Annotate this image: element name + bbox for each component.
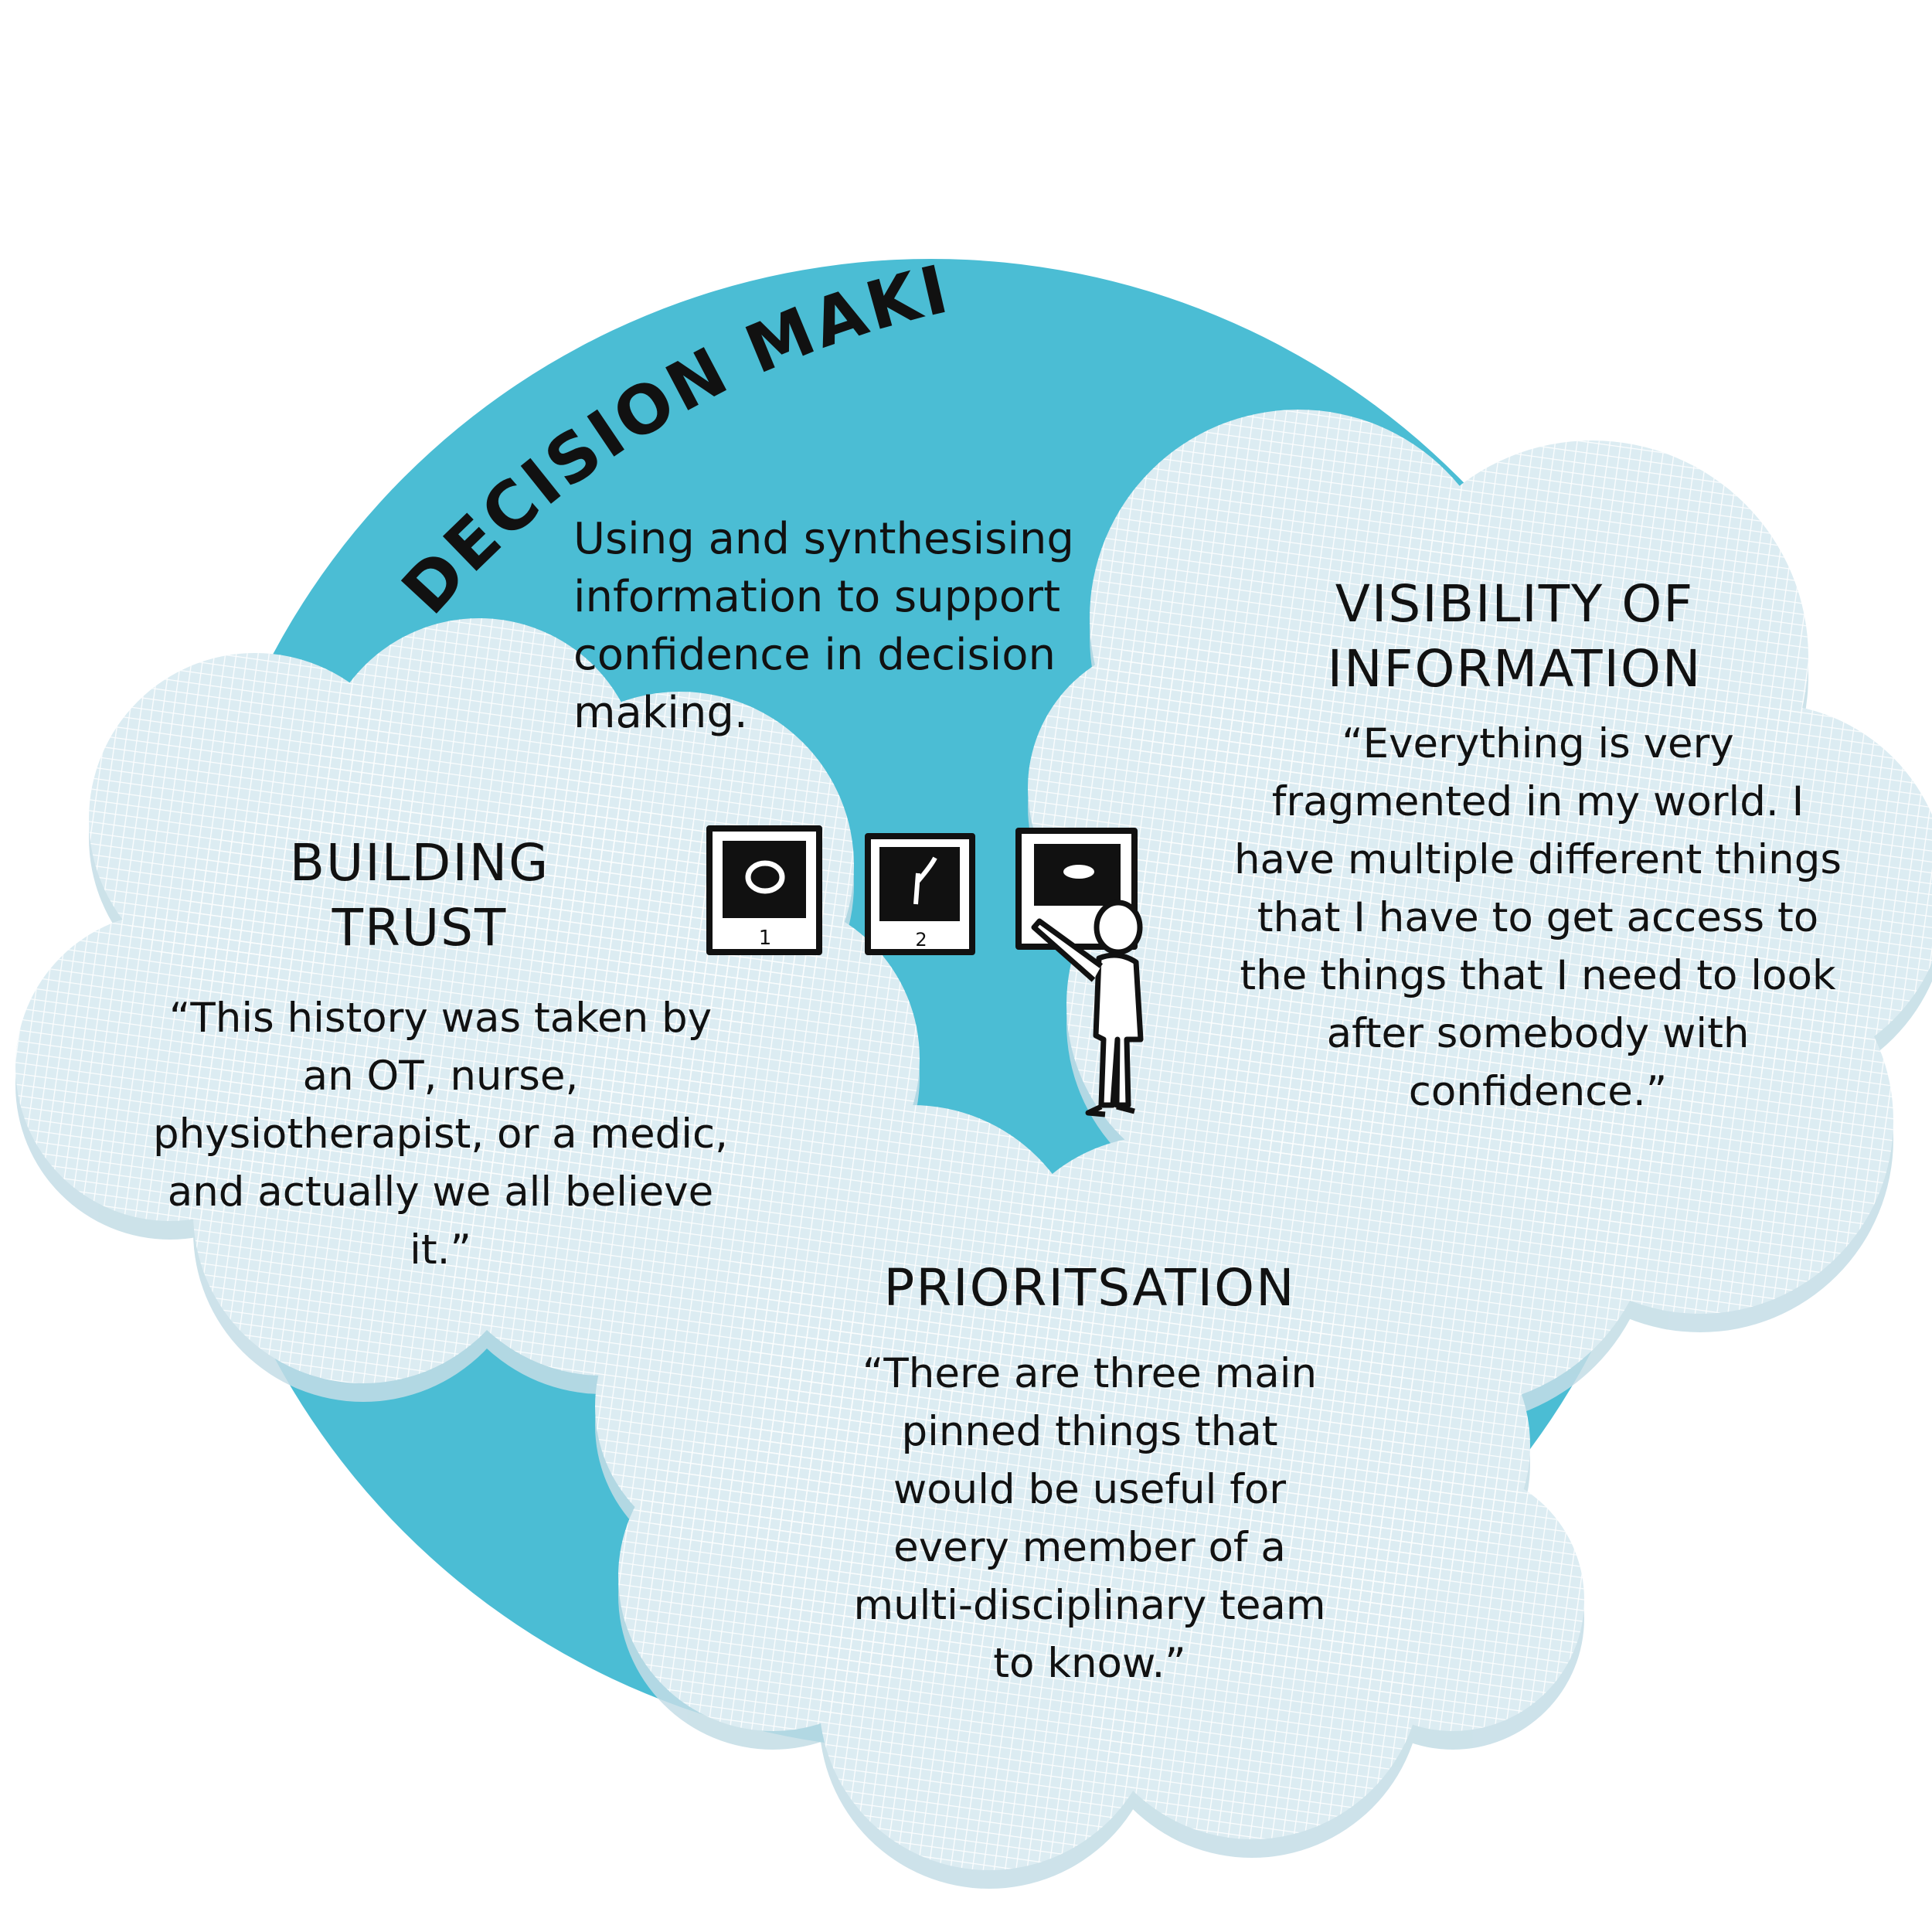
quote-line: after somebody with	[1326, 1010, 1750, 1057]
panel-2-number: 2	[915, 929, 927, 951]
intro-text: Using and synthesising information to su…	[573, 510, 1130, 742]
quote-line: pinned things that	[901, 1408, 1278, 1455]
heading-line: VISIBILITY OF	[1335, 574, 1695, 634]
panels-illustration: 1 2	[706, 825, 1144, 1117]
intro-line: making.	[573, 688, 748, 738]
person-pointing-icon	[1031, 900, 1144, 1117]
quote-line: multi-disciplinary team	[853, 1582, 1326, 1629]
quote-line: the things that I need to look	[1240, 952, 1836, 999]
heading-line: BUILDING	[289, 833, 550, 893]
prioritisation-cloud	[595, 1105, 1584, 1889]
quote-line: “There are three main	[862, 1350, 1318, 1397]
quote-line: have multiple different things	[1233, 836, 1842, 883]
prioritisation-quote: “There are three main pinned things that…	[773, 1345, 1406, 1692]
visibility-cloud	[1028, 410, 1932, 1425]
quote-line: would be useful for	[893, 1466, 1287, 1513]
panel-1-number: 1	[759, 927, 772, 950]
intro-line: confidence in decision	[573, 630, 1056, 680]
heading-line: INFORMATION	[1327, 639, 1702, 699]
quote-line: “Everything is very	[1342, 720, 1734, 767]
visibility-heading: VISIBILITY OF INFORMATION	[1275, 572, 1754, 702]
prioritisation-heading: PRIORITSATION	[850, 1256, 1329, 1321]
quote-line: “This history was taken by	[168, 995, 713, 1042]
intro-line: Using and synthesising	[573, 514, 1074, 564]
quote-line: confidence.”	[1408, 1068, 1668, 1115]
quote-line: that I have to get access to	[1257, 894, 1819, 941]
heading-line: TRUST	[332, 898, 508, 957]
intro-line: information to support	[573, 572, 1061, 622]
quote-line: and actually we all believe	[167, 1168, 714, 1216]
quote-line: to know.”	[993, 1640, 1186, 1687]
quote-line: every member of a	[893, 1524, 1286, 1571]
building-trust-quote: “This history was taken by an OT, nurse,…	[100, 989, 781, 1279]
quote-line: fragmented in my world. I	[1271, 778, 1804, 825]
panel-1-icon: 1	[706, 825, 822, 955]
quote-line: an OT, nurse,	[302, 1053, 579, 1100]
quote-line: it.”	[410, 1226, 471, 1274]
heading-line: PRIORITSATION	[883, 1258, 1296, 1318]
building-trust-heading: BUILDING TRUST	[265, 831, 574, 961]
panel-2-icon: 2	[865, 833, 975, 955]
visibility-quote: “Everything is very fragmented in my wor…	[1190, 715, 1886, 1121]
quote-line: physiotherapist, or a medic,	[152, 1111, 729, 1158]
